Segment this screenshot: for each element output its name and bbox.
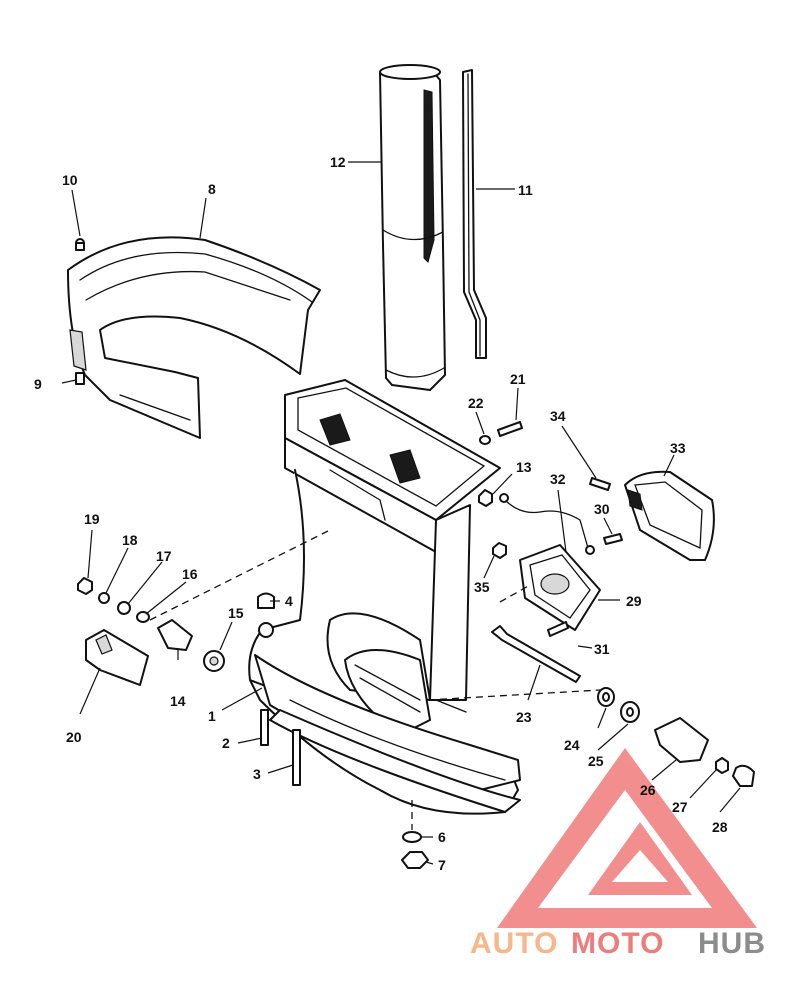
callout-28: 28 bbox=[712, 819, 728, 835]
callout-30: 30 bbox=[594, 501, 610, 517]
callout-4: 4 bbox=[285, 593, 293, 609]
callout-labels: 1 2 3 4 6 7 8 9 10 11 12 13 14 15 16 17 … bbox=[34, 154, 728, 873]
assembly-lines bbox=[149, 529, 601, 830]
callout-19: 19 bbox=[84, 511, 100, 527]
callout-9: 9 bbox=[34, 376, 42, 392]
callout-27: 27 bbox=[672, 799, 688, 815]
callout-20: 20 bbox=[66, 729, 82, 745]
callout-29: 29 bbox=[626, 593, 642, 609]
watermark-word-auto: AUTO bbox=[470, 927, 558, 960]
housing-cover bbox=[67, 236, 321, 439]
callout-21: 21 bbox=[510, 371, 526, 387]
callout-11: 11 bbox=[518, 182, 533, 198]
callout-23: 23 bbox=[516, 709, 532, 725]
watermark-triangle-inner bbox=[588, 822, 692, 895]
watermark-wordmark: AUTO MOTO HUB bbox=[470, 927, 766, 960]
callout-17: 17 bbox=[156, 548, 172, 564]
callout-32: 32 bbox=[550, 471, 566, 487]
callout-18: 18 bbox=[122, 532, 138, 548]
cover-plate bbox=[624, 470, 715, 561]
callout-31: 31 bbox=[594, 641, 610, 657]
callout-13: 13 bbox=[516, 459, 532, 475]
callout-34: 34 bbox=[550, 408, 566, 424]
exhaust-tube bbox=[379, 64, 446, 391]
callout-16: 16 bbox=[182, 566, 198, 582]
callout-12: 12 bbox=[330, 154, 346, 170]
gear-housing bbox=[248, 379, 521, 815]
water-pump-base bbox=[519, 544, 601, 631]
watermark-logo bbox=[497, 748, 757, 928]
callout-25: 25 bbox=[588, 753, 604, 769]
callout-14: 14 bbox=[170, 693, 186, 709]
watermark-word-moto: MOTO bbox=[571, 927, 664, 960]
callout-35: 35 bbox=[474, 579, 490, 595]
callout-15: 15 bbox=[228, 605, 244, 621]
callout-2: 2 bbox=[222, 735, 230, 751]
callout-22: 22 bbox=[468, 395, 484, 411]
callout-24: 24 bbox=[564, 737, 580, 753]
callout-8: 8 bbox=[208, 181, 216, 197]
callout-1: 1 bbox=[208, 708, 216, 724]
callout-3: 3 bbox=[253, 766, 261, 782]
callout-7: 7 bbox=[438, 857, 446, 873]
watermark-word-hub: HUB bbox=[698, 927, 766, 960]
shift-shaft bbox=[462, 69, 487, 359]
watermark-triangle-outer bbox=[497, 748, 757, 928]
callout-6: 6 bbox=[438, 829, 446, 845]
callout-33: 33 bbox=[670, 440, 686, 456]
callout-10: 10 bbox=[62, 172, 78, 188]
leader-lines bbox=[61, 161, 741, 865]
hardware bbox=[77, 421, 755, 869]
callout-26: 26 bbox=[640, 782, 656, 798]
